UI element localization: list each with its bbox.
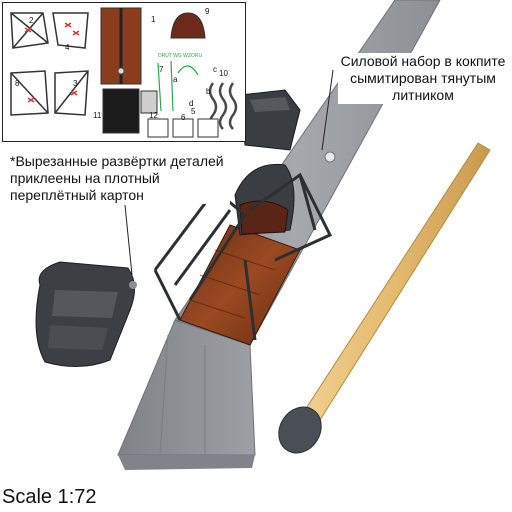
parts-sheet-drawing xyxy=(10,7,238,138)
part-letter: b xyxy=(206,87,211,96)
part-number: 11 xyxy=(93,111,102,120)
side-panel-left xyxy=(35,261,137,368)
part-number: 2 xyxy=(29,16,34,25)
part-number: 9 xyxy=(205,7,210,16)
side-panel-right xyxy=(239,89,301,151)
leader-line-left xyxy=(124,204,133,276)
part-number: 8 xyxy=(15,79,20,88)
guide-label: DRUT WG WZORU xyxy=(158,53,203,59)
part-number: 12 xyxy=(149,111,158,120)
part-number: 10 xyxy=(219,69,228,78)
part-number: 7 xyxy=(159,65,164,74)
parts-sheet-inset: 1 2 3 4 5 6 7 8 9 10 11 12 a b c d DRUT … xyxy=(2,2,246,142)
part-number: 1 xyxy=(151,15,156,24)
cockpit-frame xyxy=(153,172,333,341)
part-letter: d xyxy=(189,99,194,108)
match-head xyxy=(278,406,322,454)
leader-line-right xyxy=(321,69,334,151)
annotation-right: Силовой набор в кокпите сымитирован тяну… xyxy=(338,53,508,104)
part-letter: a xyxy=(173,75,178,84)
annotation-left: *Вырезанные развёртки деталей приклеены … xyxy=(10,153,230,204)
scale-label: Scale 1:72 xyxy=(2,486,97,508)
part-number: 6 xyxy=(181,113,186,122)
part-letter: c xyxy=(213,65,217,74)
part-number: 4 xyxy=(65,43,70,52)
part-number: 3 xyxy=(73,79,78,88)
part-number: 5 xyxy=(191,107,196,116)
matchstick xyxy=(278,142,491,454)
rivet-icon xyxy=(324,151,336,163)
